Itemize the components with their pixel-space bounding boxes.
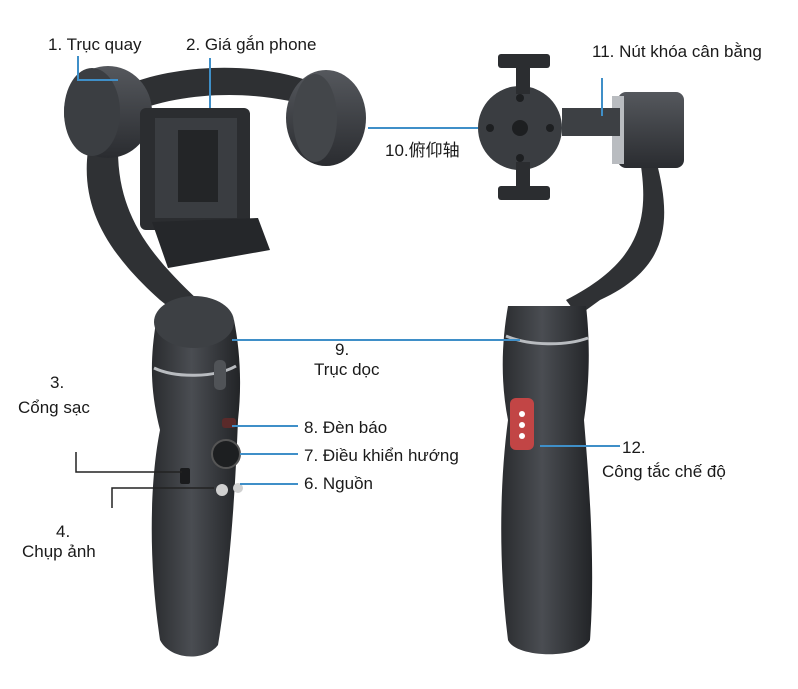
label-direction-control: 7. Điều khiển hướng (304, 446, 459, 465)
pitch-screw-right (546, 124, 554, 132)
label-indicator: 8. Đèn báo (304, 418, 388, 437)
label-charge-port: Cổng sạc (18, 398, 90, 417)
label-vertical-axis-num: 9. (335, 340, 350, 359)
label-phone-mount: 2. Giá gắn phone (186, 35, 317, 54)
mode-led-2 (519, 422, 525, 428)
clamp-bottom-stem (516, 162, 530, 192)
label-pitch-axis: 10.俯仰轴 (385, 141, 460, 160)
right-arm (566, 160, 665, 316)
pitch-motor-center (512, 120, 528, 136)
left-roll-motor-face (64, 68, 120, 156)
leader-1 (77, 56, 118, 81)
left-handle-bump (214, 360, 226, 390)
right-gimbal (478, 54, 684, 655)
label-vertical-axis: Trục dọc (314, 360, 380, 379)
balance-lock (562, 108, 620, 136)
mode-led-1 (519, 411, 525, 417)
label-photo: Chụp ảnh (22, 542, 96, 561)
left-handle-ring (153, 364, 237, 377)
label-rotation-axis: 1. Trục quay (48, 35, 142, 54)
pitch-screw-top (516, 94, 524, 102)
label-charge-port-num: 3. (50, 373, 65, 392)
label-mode-switch: Công tắc chế độ (602, 462, 726, 481)
clamp-top-stem (516, 64, 530, 94)
left-pitch-motor-face (293, 74, 337, 162)
charge-port (180, 468, 190, 484)
right-yaw-motor (618, 92, 684, 168)
pitch-screw-bottom (516, 154, 524, 162)
clamp-top (498, 54, 550, 68)
right-handle (501, 306, 593, 655)
clamp-bottom (498, 186, 550, 200)
label-power: 6. Nguồn (304, 474, 373, 493)
leader-4 (111, 487, 214, 508)
phone-base-plate (152, 218, 270, 268)
left-yoke (110, 67, 322, 118)
label-photo-num: 4. (56, 522, 71, 541)
right-handle-ring (505, 334, 589, 346)
power-button (216, 484, 228, 496)
label-mode-switch-num: 12. (622, 438, 646, 457)
photo-button-dot (233, 483, 243, 493)
leader-lines (77, 56, 620, 485)
joystick (211, 439, 241, 469)
label-balance-lock: 11. Nút khóa cân bằng (592, 42, 762, 61)
pitch-screw-left (486, 124, 494, 132)
phone-clamp-slot (178, 130, 218, 202)
leader-lines-dark (75, 452, 214, 508)
mode-led-3 (519, 433, 525, 439)
left-arm (86, 150, 198, 316)
left-handle-cap (154, 296, 234, 348)
leader-3 (75, 452, 182, 473)
